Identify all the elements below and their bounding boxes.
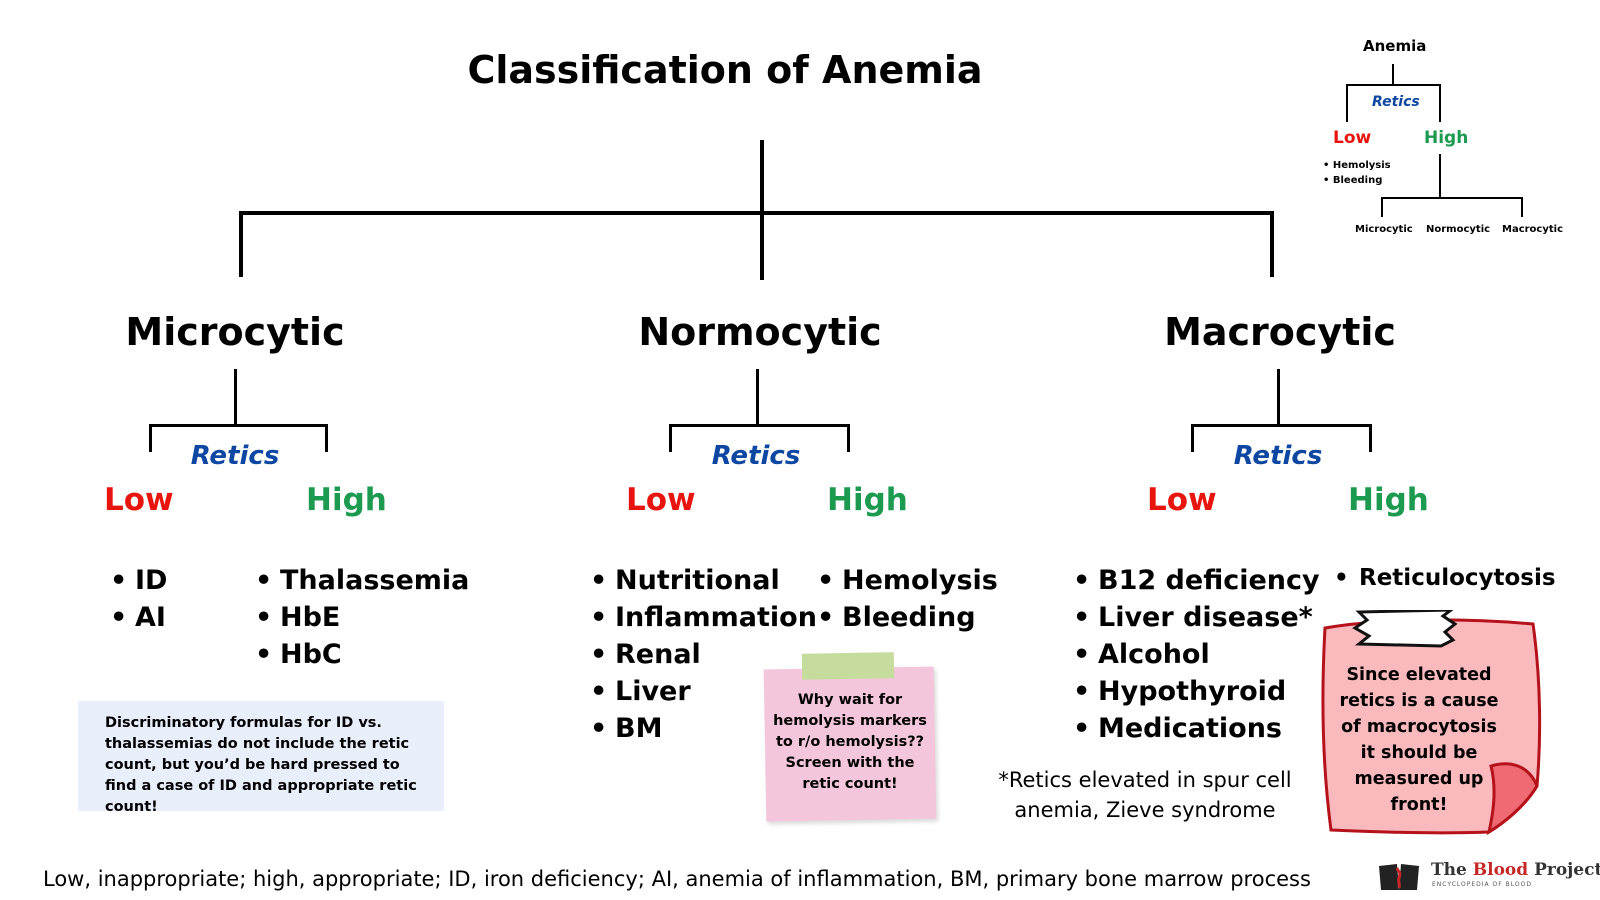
macrocytic-left-leg bbox=[1191, 424, 1194, 452]
list-item: ID bbox=[110, 562, 167, 599]
normocytic-bar bbox=[669, 424, 850, 427]
spur-cell-footnote: *Retics elevated in spur cell anemia, Zi… bbox=[998, 768, 1292, 822]
normocytic-right-leg bbox=[847, 424, 850, 452]
list-item: Thalassemia bbox=[255, 562, 469, 599]
tree-branch-right-drop bbox=[1270, 211, 1274, 277]
list-item: Liver disease* bbox=[1073, 599, 1320, 636]
list-item: Liver bbox=[590, 673, 817, 710]
mini-right-leg bbox=[1439, 84, 1441, 122]
category-title-normocytic: Normocytic bbox=[638, 310, 882, 354]
macrocytic-high-list: Reticulocytosis bbox=[1334, 562, 1556, 594]
mini-tree-root: Anemia bbox=[1363, 37, 1427, 55]
list-item: B12 deficiency bbox=[1073, 562, 1320, 599]
mini-low-item-label: Hemolysis bbox=[1332, 160, 1391, 171]
mini-child-macrocytic: Macrocytic bbox=[1502, 224, 1564, 235]
list-item: Alcohol bbox=[1073, 636, 1320, 673]
microcytic-left-leg bbox=[149, 424, 152, 452]
mini-low-item-label: Bleeding bbox=[1332, 175, 1383, 186]
book-icon bbox=[1379, 864, 1419, 890]
list-item: HbE bbox=[255, 599, 469, 636]
macrocytic-right-leg bbox=[1369, 424, 1372, 452]
list-item: Nutritional bbox=[590, 562, 817, 599]
category-title-microcytic: Microcytic bbox=[125, 310, 345, 354]
list-item: • Bleeding bbox=[1323, 175, 1383, 186]
mini-child-leg-1 bbox=[1381, 197, 1383, 217]
list-item: Renal bbox=[590, 636, 817, 673]
macrocytic-retics-label: Retics bbox=[1233, 441, 1323, 471]
normocytic-retics-label: Retics bbox=[711, 441, 801, 471]
tree-branch-horizontal bbox=[239, 211, 1274, 215]
list-item: Inflammation bbox=[590, 599, 817, 636]
microcytic-low-list: ID AI bbox=[110, 562, 167, 636]
tape-strip bbox=[801, 652, 895, 680]
macrocytic-stem bbox=[1277, 369, 1280, 426]
curled-note bbox=[1321, 610, 1542, 836]
macrocytic-low-list: B12 deficiency Liver disease* Alcohol Hy… bbox=[1073, 562, 1320, 747]
microcytic-retics-label: Retics bbox=[190, 441, 280, 471]
list-item: AI bbox=[110, 599, 167, 636]
microcytic-stem bbox=[234, 369, 237, 426]
logo-subtitle: ENCYCLOPEDIA OF BLOOD bbox=[1432, 881, 1532, 888]
mini-left-leg bbox=[1346, 84, 1348, 122]
mini-child-microcytic: Microcytic bbox=[1355, 224, 1413, 235]
normocytic-low-list: Nutritional Inflammation Renal Liver BM bbox=[590, 562, 817, 747]
logo-wordmark: The Blood Project bbox=[1431, 860, 1600, 880]
mini-child-leg-3 bbox=[1521, 197, 1523, 217]
normocytic-left-leg bbox=[669, 424, 672, 452]
why-wait-note: Why wait for hemolysis markers to r/o he… bbox=[773, 692, 927, 792]
since-elevated-note: Since elevated retics is a cause of macr… bbox=[1339, 665, 1499, 815]
logo-project: Project bbox=[1534, 860, 1600, 880]
abbreviations-footer: Low, inappropriate; high, appropriate; I… bbox=[43, 867, 1311, 891]
normocytic-high-label: High bbox=[827, 482, 908, 518]
curled-note-tear bbox=[1352, 610, 1458, 648]
curled-note-corner bbox=[1486, 762, 1539, 836]
mini-high-stem bbox=[1439, 154, 1441, 199]
microcytic-high-label: High bbox=[306, 482, 387, 518]
macrocytic-high-label: High bbox=[1348, 482, 1429, 518]
mini-high-label: High bbox=[1424, 128, 1469, 148]
list-item: Bleeding bbox=[817, 599, 998, 636]
logo-the: The bbox=[1431, 860, 1467, 880]
mini-root-stem bbox=[1392, 64, 1394, 85]
mini-low-list: • Hemolysis • Bleeding bbox=[1323, 158, 1391, 188]
microcytic-right-leg bbox=[325, 424, 328, 452]
normocytic-high-list: Hemolysis Bleeding bbox=[817, 562, 998, 636]
list-item: Hypothyroid bbox=[1073, 673, 1320, 710]
mini-children-bar bbox=[1381, 197, 1523, 199]
list-item: BM bbox=[590, 710, 817, 747]
macrocytic-low-label: Low bbox=[1147, 482, 1217, 518]
list-item: HbC bbox=[255, 636, 469, 673]
microcytic-bar bbox=[149, 424, 328, 427]
normocytic-stem bbox=[756, 369, 759, 426]
normocytic-low-label: Low bbox=[626, 482, 696, 518]
category-title-macrocytic: Macrocytic bbox=[1164, 310, 1396, 354]
logo-blood: Blood bbox=[1472, 860, 1529, 880]
macrocytic-bar bbox=[1191, 424, 1372, 427]
discriminatory-note: Discriminatory formulas for ID vs. thala… bbox=[78, 701, 444, 815]
tree-root-line bbox=[760, 140, 764, 280]
mini-retics-label: Retics bbox=[1372, 94, 1420, 110]
mini-low-label: Low bbox=[1333, 128, 1372, 148]
microcytic-low-label: Low bbox=[104, 482, 174, 518]
microcytic-high-list: Thalassemia HbE HbC bbox=[255, 562, 469, 673]
page-title: Classification of Anemia bbox=[467, 48, 983, 92]
list-item: • Hemolysis bbox=[1323, 160, 1391, 171]
mini-bar bbox=[1346, 84, 1441, 86]
list-item: Hemolysis bbox=[817, 562, 998, 599]
list-item: Reticulocytosis bbox=[1334, 562, 1556, 594]
tree-branch-left-drop bbox=[239, 211, 243, 277]
list-item: Medications bbox=[1073, 710, 1320, 747]
mini-child-normocytic: Normocytic bbox=[1426, 224, 1491, 235]
